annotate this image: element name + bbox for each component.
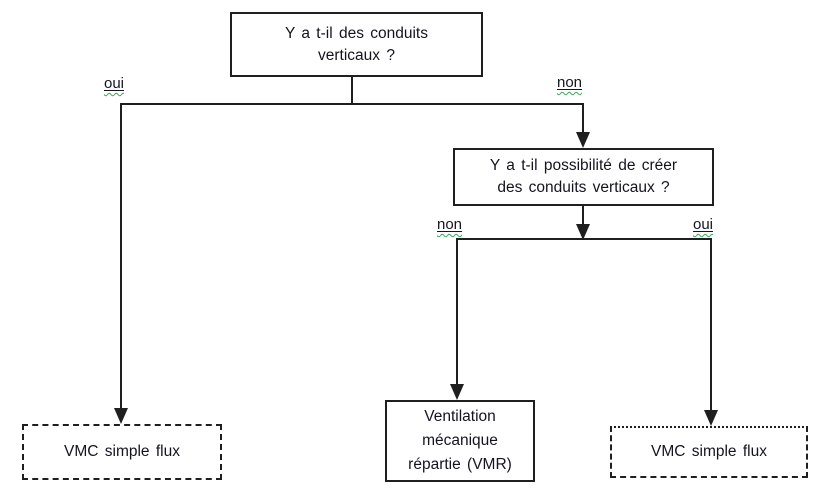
- connector-second-no-vertical: [456, 238, 458, 385]
- outcome-node-vmc-simple-flux-left: VMC simple flux: [22, 424, 222, 480]
- connector-root-split-horizontal: [120, 103, 584, 105]
- decision-node-text-line: Y a t-il des conduits: [285, 24, 428, 42]
- edge-label-second-no: non: [437, 216, 463, 233]
- connector-second-split-horizontal: [456, 238, 712, 240]
- outcome-node-label: VMC simple flux: [64, 443, 180, 460]
- outcome-node-vmc-simple-flux-right: VMC simple flux: [610, 426, 808, 478]
- decision-node-text-line: Y a t-il possibilité de créer: [489, 157, 678, 174]
- connector-second-yes-vertical: [710, 238, 712, 410]
- arrowhead-icon: [450, 384, 464, 400]
- edge-label-second-yes: oui: [693, 216, 714, 233]
- edge-label-root-no: non: [557, 74, 583, 91]
- outcome-node-text-line: Ventilation: [424, 408, 496, 425]
- arrowhead-icon: [576, 224, 590, 240]
- decision-node-conduits-verticaux: Y a t-il des conduits verticaux ?: [230, 12, 483, 77]
- outcome-node-vmr: Ventilation mécanique répartie (VMR): [385, 400, 535, 482]
- connector-root-stub: [351, 77, 353, 104]
- outcome-node-text-line: répartie (VMR): [408, 456, 512, 473]
- decision-node-text-line: verticaux ?: [318, 46, 395, 64]
- outcome-node-text-line: mécanique: [422, 432, 498, 449]
- outcome-node-label: VMC simple flux: [651, 443, 767, 460]
- connector-second-stub: [582, 204, 584, 224]
- connector-root-no-vertical: [582, 103, 584, 133]
- connector-root-yes-vertical: [120, 103, 122, 408]
- decision-node-possibilite-creer: Y a t-il possibilité de créer des condui…: [453, 148, 714, 206]
- arrowhead-icon: [704, 410, 718, 426]
- decision-node-text-line: des conduits verticaux ?: [497, 179, 670, 196]
- arrowhead-icon: [576, 132, 590, 148]
- edge-label-root-yes: oui: [104, 75, 125, 92]
- arrowhead-icon: [114, 408, 128, 424]
